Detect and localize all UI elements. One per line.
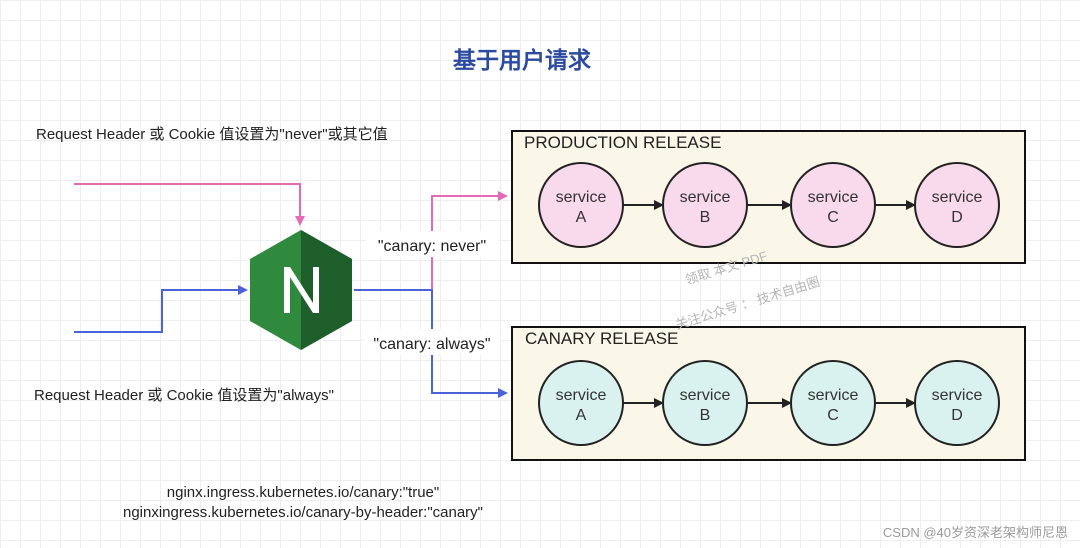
production-service-node: [914, 162, 1000, 248]
production-service-letter: C: [827, 209, 839, 226]
nginx-logo-icon: N: [250, 230, 352, 350]
canary-service-name: service: [808, 387, 859, 404]
production-service-letter: B: [700, 209, 711, 226]
canary-annotation-line2: nginxingress.kubernetes.io/canary-by-hea…: [123, 504, 483, 521]
canary-release-group: CANARY RELEASE serviceAserviceBserviceCs…: [511, 326, 1026, 461]
canary-service-letter: A: [576, 407, 587, 424]
canary-service-letter: D: [951, 407, 963, 424]
production-service-letter: A: [576, 209, 587, 226]
canary-service-name: service: [680, 387, 731, 404]
always-edge-label-bg: [364, 329, 500, 355]
always-request-line: [74, 285, 248, 333]
always-edge-label: "canary: always": [373, 336, 490, 353]
never-edge-label-bg: [366, 231, 498, 257]
production-release-title: PRODUCTION RELEASE: [524, 133, 721, 152]
credit-text: CSDN @40岁资深老架构师尼恩: [883, 525, 1068, 540]
production-service-letter: D: [951, 209, 963, 226]
canary-service-name: service: [932, 387, 983, 404]
canary-service-node: [914, 360, 1000, 446]
production-service-name: service: [680, 189, 731, 206]
production-service-name: service: [808, 189, 859, 206]
canary-annotation-line1: nginx.ingress.kubernetes.io/canary:"true…: [167, 484, 439, 501]
diagram-title: 基于用户请求: [453, 47, 591, 73]
never-condition-label: Request Header 或 Cookie 值设置为"never"或其它值: [36, 125, 388, 143]
production-service-name: service: [932, 189, 983, 206]
canary-service-letter: C: [827, 407, 839, 424]
canary-release-title: CANARY RELEASE: [525, 329, 678, 348]
canary-service-letter: B: [700, 407, 711, 424]
always-condition-label: Request Header 或 Cookie 值设置为"always": [34, 387, 334, 404]
production-release-group: PRODUCTION RELEASE serviceAserviceBservi…: [511, 130, 1026, 264]
never-request-line: [74, 183, 305, 226]
canary-service-name: service: [556, 387, 607, 404]
never-edge-label: "canary: never": [378, 238, 486, 255]
production-service-name: service: [556, 189, 607, 206]
